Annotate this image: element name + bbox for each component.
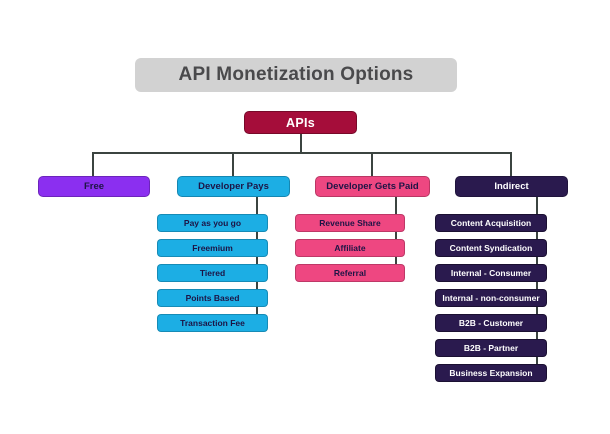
node-freemium: Freemium	[157, 239, 268, 257]
connector-stub-indirect	[510, 152, 512, 176]
column-developer-gets-paid: Revenue Share Affiliate Referral	[295, 214, 405, 282]
node-indirect: Indirect	[455, 176, 568, 197]
node-business-expansion: Business Expansion	[435, 364, 547, 382]
node-b2b-customer: B2B - Customer	[435, 314, 547, 332]
node-points-based: Points Based	[157, 289, 268, 307]
spine-developer-pays	[256, 197, 258, 323]
node-free: Free	[38, 176, 150, 197]
node-b2b-partner: B2B - Partner	[435, 339, 547, 357]
column-developer-pays: Pay as you go Freemium Tiered Points Bas…	[157, 214, 268, 332]
node-referral: Referral	[295, 264, 405, 282]
node-apis: APIs	[244, 111, 357, 134]
node-transaction-fee: Transaction Fee	[157, 314, 268, 332]
connector-branches-horizontal	[92, 152, 512, 154]
node-pay-as-you-go: Pay as you go	[157, 214, 268, 232]
node-revenue-share: Revenue Share	[295, 214, 405, 232]
spine-developer-gets-paid	[395, 197, 397, 273]
node-developer-pays: Developer Pays	[177, 176, 290, 197]
connector-root-vertical	[300, 134, 302, 153]
column-indirect: Content Acquisition Content Syndication …	[435, 214, 547, 382]
node-tiered: Tiered	[157, 264, 268, 282]
diagram-title: API Monetization Options	[135, 58, 457, 92]
connector-stub-developer-pays	[232, 152, 234, 176]
node-content-acquisition: Content Acquisition	[435, 214, 547, 232]
node-content-syndication: Content Syndication	[435, 239, 547, 257]
connector-stub-free	[92, 152, 94, 176]
node-internal-non-consumer: Internal - non-consumer	[435, 289, 547, 307]
connector-stub-developer-gets-paid	[371, 152, 373, 176]
node-developer-gets-paid: Developer Gets Paid	[315, 176, 430, 197]
node-internal-consumer: Internal - Consumer	[435, 264, 547, 282]
node-affiliate: Affiliate	[295, 239, 405, 257]
spine-indirect	[536, 197, 538, 373]
